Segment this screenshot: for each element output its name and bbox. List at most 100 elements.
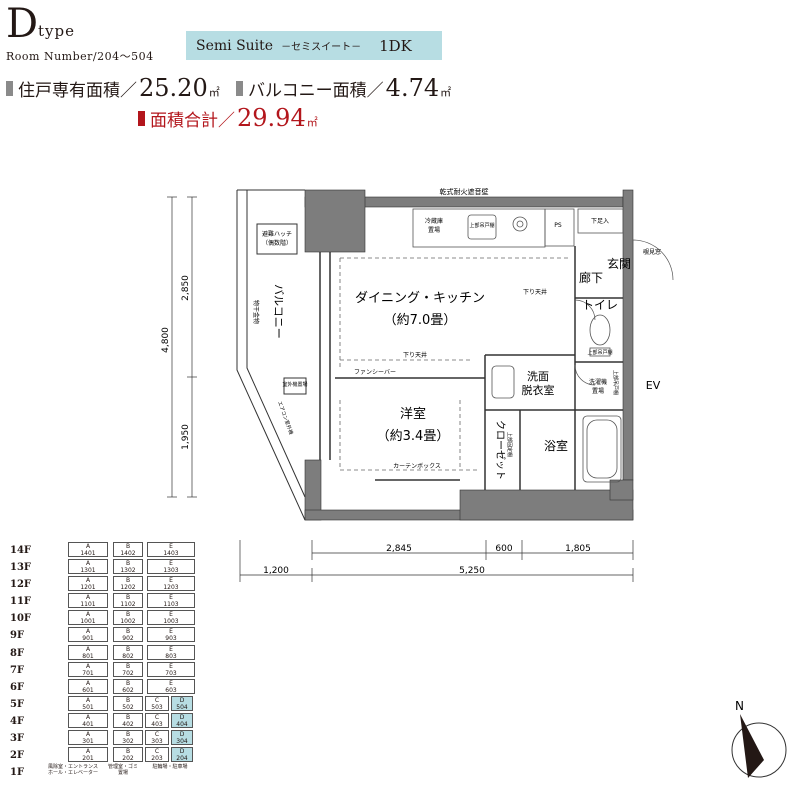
unit-column: A <box>85 679 91 687</box>
unit-column: A <box>85 543 91 550</box>
unit-column: C <box>154 713 160 721</box>
bathroom-fixtures <box>491 314 622 483</box>
washroom-label-2: 脱衣室 <box>522 383 555 397</box>
clothes-pole-label: 物干金物 <box>252 300 260 324</box>
drop-ceiling-label-1: 下り天井 <box>523 288 547 296</box>
unit-column: B <box>125 731 131 739</box>
unit-number: 602 <box>122 686 134 694</box>
unit-number: 304 <box>176 738 188 746</box>
unit-column: A <box>85 645 91 653</box>
balcony-area-unit: ㎡ <box>440 86 452 99</box>
balcony-label: バルコニー <box>272 284 285 339</box>
dining-kitchen-size: （約7.0畳） <box>384 313 457 328</box>
doors <box>574 239 674 386</box>
partitions <box>319 246 623 490</box>
unit-number: 1403 <box>163 550 179 557</box>
corridor-label: 廊下 <box>579 270 603 285</box>
unit-number: 1302 <box>120 567 136 575</box>
unit-number: 901 <box>82 635 94 643</box>
unit-column: E <box>169 543 173 550</box>
floor-label: 4F <box>10 715 25 727</box>
floor-label: 10F <box>10 613 32 625</box>
unit-column: E <box>169 594 173 602</box>
ac-outdoor-label: エアコン室外機 <box>276 400 295 435</box>
unit-column: E <box>169 577 173 585</box>
unit-number: 402 <box>122 720 134 728</box>
washer-label-1: 洗濯機 <box>589 378 607 386</box>
dim-total-height: 4,800 <box>161 327 171 353</box>
unit-column: E <box>169 645 173 653</box>
unit-column: A <box>85 731 91 739</box>
unit-column: A <box>85 560 91 568</box>
floor-label: 12F <box>10 579 32 591</box>
curtain-box-label: カーテンボックス <box>393 462 441 470</box>
floor-label: 13F <box>10 562 32 574</box>
unit-column: A <box>85 611 91 619</box>
hatch-label-1: 避難ハッチ <box>262 230 292 238</box>
unit-number: 702 <box>122 669 134 677</box>
unit-number: 401 <box>82 720 94 728</box>
fan-shelf-label: ファンシーバー <box>354 369 396 376</box>
drop-ceiling-label-2: 下り天井 <box>403 351 427 359</box>
unit-number: 501 <box>82 703 94 711</box>
unit-column: E <box>169 560 173 568</box>
kitchen-counter <box>412 208 624 248</box>
floor-label: 8F <box>10 647 25 659</box>
unit-column: D <box>179 713 185 721</box>
suite-badge: Semi Suite －セミスイート－ 1DK <box>186 31 442 60</box>
hatch-label-2: （偶数階） <box>262 239 292 247</box>
floor-label: 3F <box>10 733 25 745</box>
unit-number: 303 <box>151 738 163 746</box>
balcony-area-label: バルコニー面積／ <box>248 81 384 101</box>
total-area: 面積合計／ 29.94 ㎡ <box>138 104 318 132</box>
unit-number: 1001 <box>80 618 96 626</box>
unit-column: B <box>125 645 131 653</box>
unit-column: A <box>85 748 91 756</box>
unit-number: 803 <box>165 652 177 660</box>
ps-label: PS <box>554 222 562 229</box>
dim-w3: 1,805 <box>565 544 591 554</box>
unit-number: 801 <box>82 652 94 660</box>
floor-label: 2F <box>10 750 25 762</box>
unit-column: A <box>85 696 91 704</box>
upper-fixed-shelf-label: 上部固定棚 <box>506 432 513 457</box>
entrance-label: 玄関 <box>607 256 631 271</box>
suite-kana: －セミスイート－ <box>281 42 362 53</box>
compass-north: N <box>735 699 744 713</box>
unit-column: D <box>179 731 185 739</box>
private-area: 住戸専有面積／ 25.20 ㎡ <box>6 74 220 102</box>
top-wall-label: 乾式耐火遮音壁 <box>440 187 489 196</box>
compass-ring <box>731 722 787 778</box>
dim-w1: 2,845 <box>386 544 412 554</box>
unit-column: A <box>85 662 91 670</box>
dim-main-width: 5,250 <box>459 566 485 576</box>
area-marker <box>6 81 13 96</box>
upper-storage-label: 上部吊戸棚 <box>612 370 619 395</box>
washer-label-2: 置場 <box>592 387 604 395</box>
unit-number: 701 <box>82 669 94 677</box>
unit-column: C <box>154 748 160 756</box>
suite-name: Semi Suite <box>196 37 274 54</box>
